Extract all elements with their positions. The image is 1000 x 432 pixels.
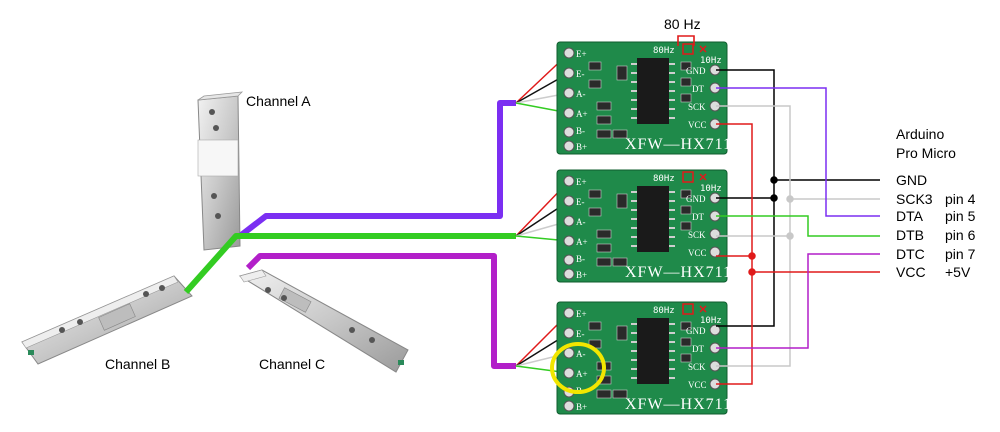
arduino-signal-gnd: GND	[896, 172, 927, 188]
hx711-board-c: XFW—HX711 80Hz 10Hz	[556, 301, 732, 415]
arduino-signal-vcc: VCC	[896, 264, 926, 280]
arduino-signal-dta: DTA	[896, 208, 924, 224]
arduino-pin-dtb: pin 6	[945, 227, 976, 243]
svg-text:A-: A-	[576, 349, 586, 359]
cable-channel-b	[183, 233, 516, 294]
arduino-signal-sck: SCK3	[896, 191, 933, 207]
arduino-pin-sck: pin 4	[945, 191, 976, 207]
sck-bus	[716, 105, 880, 367]
svg-text:80Hz: 80Hz	[653, 46, 675, 56]
arduino-pin-dtc: pin 7	[945, 246, 976, 262]
arduino-signal-dtc: DTC	[896, 246, 925, 262]
svg-text:E+: E+	[576, 309, 587, 319]
svg-text:GND: GND	[686, 326, 706, 336]
cable-channel-c	[245, 253, 516, 369]
svg-text:B-: B-	[576, 126, 585, 136]
svg-text:80Hz: 80Hz	[653, 174, 675, 184]
cable-channel-a	[238, 100, 516, 239]
svg-text:B+: B+	[576, 402, 587, 412]
svg-text:A+: A+	[576, 237, 588, 247]
arduino-pin-dta: pin 5	[945, 208, 976, 224]
gnd-bus	[716, 69, 880, 327]
svg-text:GND: GND	[686, 194, 706, 204]
svg-text:SCK: SCK	[688, 230, 706, 240]
svg-text:B-: B-	[576, 254, 585, 264]
channel-c-label: Channel C	[259, 356, 325, 372]
svg-text:DT: DT	[692, 344, 704, 354]
arduino-title-line2: Pro Micro	[896, 145, 956, 161]
svg-text:B+: B+	[576, 142, 587, 152]
svg-text:B+: B+	[576, 270, 587, 280]
svg-text:SCK: SCK	[688, 362, 706, 372]
svg-text:VCC: VCC	[688, 248, 707, 258]
frequency-jumper-bracket	[677, 35, 695, 46]
board-a-pin-labels: E+ E- A- A+ B- B+ GND DT SCK VCC	[576, 49, 707, 152]
svg-text:E-: E-	[576, 197, 585, 207]
dta-wire	[716, 87, 880, 217]
load-cell-c	[238, 269, 409, 373]
svg-text:80Hz: 80Hz	[653, 306, 675, 316]
svg-text:10Hz: 10Hz	[700, 316, 722, 326]
arduino-signal-dtb: DTB	[896, 227, 924, 243]
board-model-label: XFW—HX711	[625, 264, 732, 281]
svg-text:A-: A-	[576, 217, 586, 227]
board-model-label: XFW—HX711	[625, 136, 732, 153]
channel-b-label: Channel B	[105, 356, 170, 372]
dtc-wire	[716, 253, 880, 349]
svg-text:A+: A+	[576, 369, 588, 379]
dtb-wire	[716, 215, 880, 237]
svg-text:VCC: VCC	[688, 380, 707, 390]
svg-text:VCC: VCC	[688, 120, 707, 130]
svg-text:10Hz: 10Hz	[700, 56, 722, 66]
load-cell-b	[21, 275, 193, 365]
svg-text:E+: E+	[576, 177, 587, 187]
channel-a-label: Channel A	[246, 93, 311, 109]
svg-text:A-: A-	[576, 89, 586, 99]
arduino-title-line1: Arduino	[896, 126, 944, 142]
load-cell-a	[197, 91, 244, 251]
hx711-board-b: XFW—HX711 80Hz 10Hz	[556, 169, 732, 283]
svg-text:10Hz: 10Hz	[700, 184, 722, 194]
board-b-pin-labels: E+ E- A- A+ B- B+ GND DT SCK VCC	[576, 177, 707, 280]
svg-text:SCK: SCK	[688, 102, 706, 112]
frequency-label: 80 Hz	[664, 16, 701, 32]
svg-text:DT: DT	[692, 84, 704, 94]
svg-text:GND: GND	[686, 66, 706, 76]
arduino-pin-vcc: +5V	[945, 264, 971, 280]
svg-text:E-: E-	[576, 69, 585, 79]
svg-text:E-: E-	[576, 329, 585, 339]
board-model-label: XFW—HX711	[625, 396, 732, 413]
svg-text:A+: A+	[576, 109, 588, 119]
svg-text:E+: E+	[576, 49, 587, 59]
hx711-board-a: XFW—HX711 80Hz 10Hz	[556, 41, 732, 155]
arduino-pin-list: GND SCK3 pin 4 DTA pin 5 DTB pin 6 DTC p…	[896, 172, 976, 280]
svg-text:DT: DT	[692, 212, 704, 222]
vcc-bus	[716, 123, 880, 385]
highlight-circle	[550, 342, 606, 394]
